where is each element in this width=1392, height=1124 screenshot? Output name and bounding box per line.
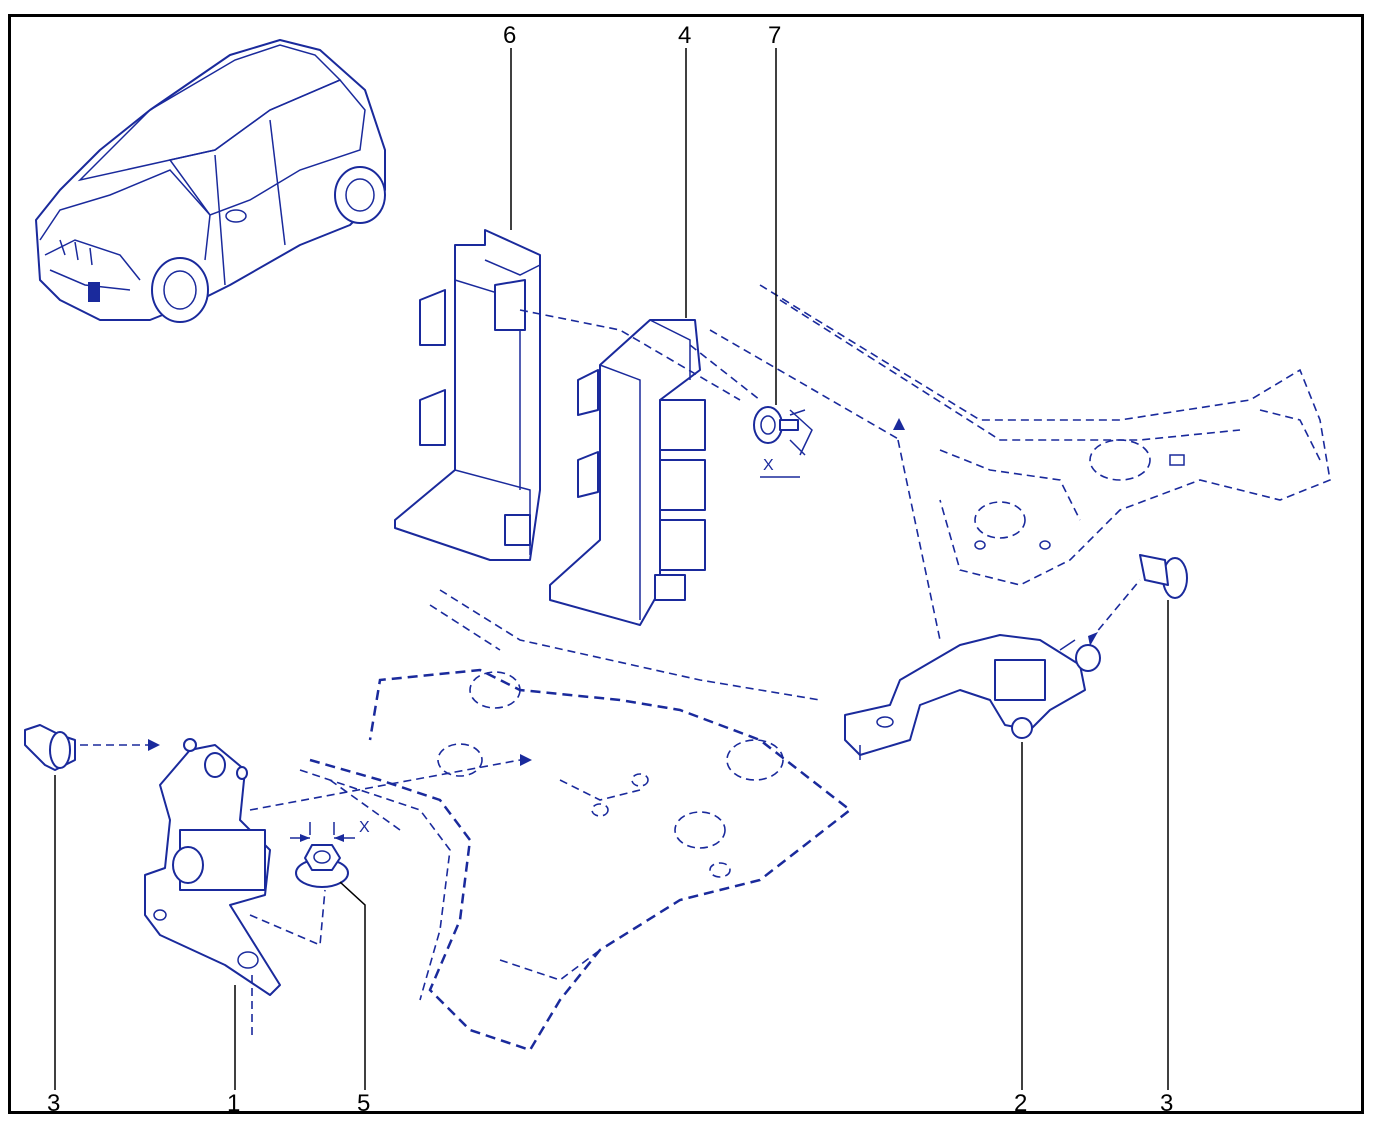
callout-5: 5 — [357, 1090, 371, 1117]
part-5-nut — [295, 822, 349, 888]
callout-2: 2 — [1014, 1090, 1028, 1117]
diagram-frame — [8, 14, 1364, 1114]
dimension-label-nut: X — [359, 819, 370, 836]
callout-4: 4 — [678, 22, 692, 49]
callout-3-right: 3 — [1160, 1090, 1174, 1117]
callout-6: 6 — [503, 22, 517, 49]
part-7-bolt — [753, 406, 806, 478]
callout-1: 1 — [227, 1090, 241, 1117]
dimension-label-bolt: X — [763, 457, 774, 474]
callout-3-left: 3 — [47, 1090, 61, 1117]
part-3-clip-right — [1139, 554, 1188, 599]
part-1-level-sensor-left — [144, 738, 281, 996]
body-structure-center — [249, 589, 853, 1052]
part-6-mounting-bracket — [394, 229, 541, 561]
callout-7: 7 — [768, 22, 782, 49]
part-3-clip-left — [24, 724, 76, 771]
part-4-control-module — [549, 319, 706, 626]
part-2-level-sensor-right — [844, 634, 1101, 760]
body-structure-right — [759, 284, 1331, 586]
vehicle-illustration — [35, 39, 386, 323]
